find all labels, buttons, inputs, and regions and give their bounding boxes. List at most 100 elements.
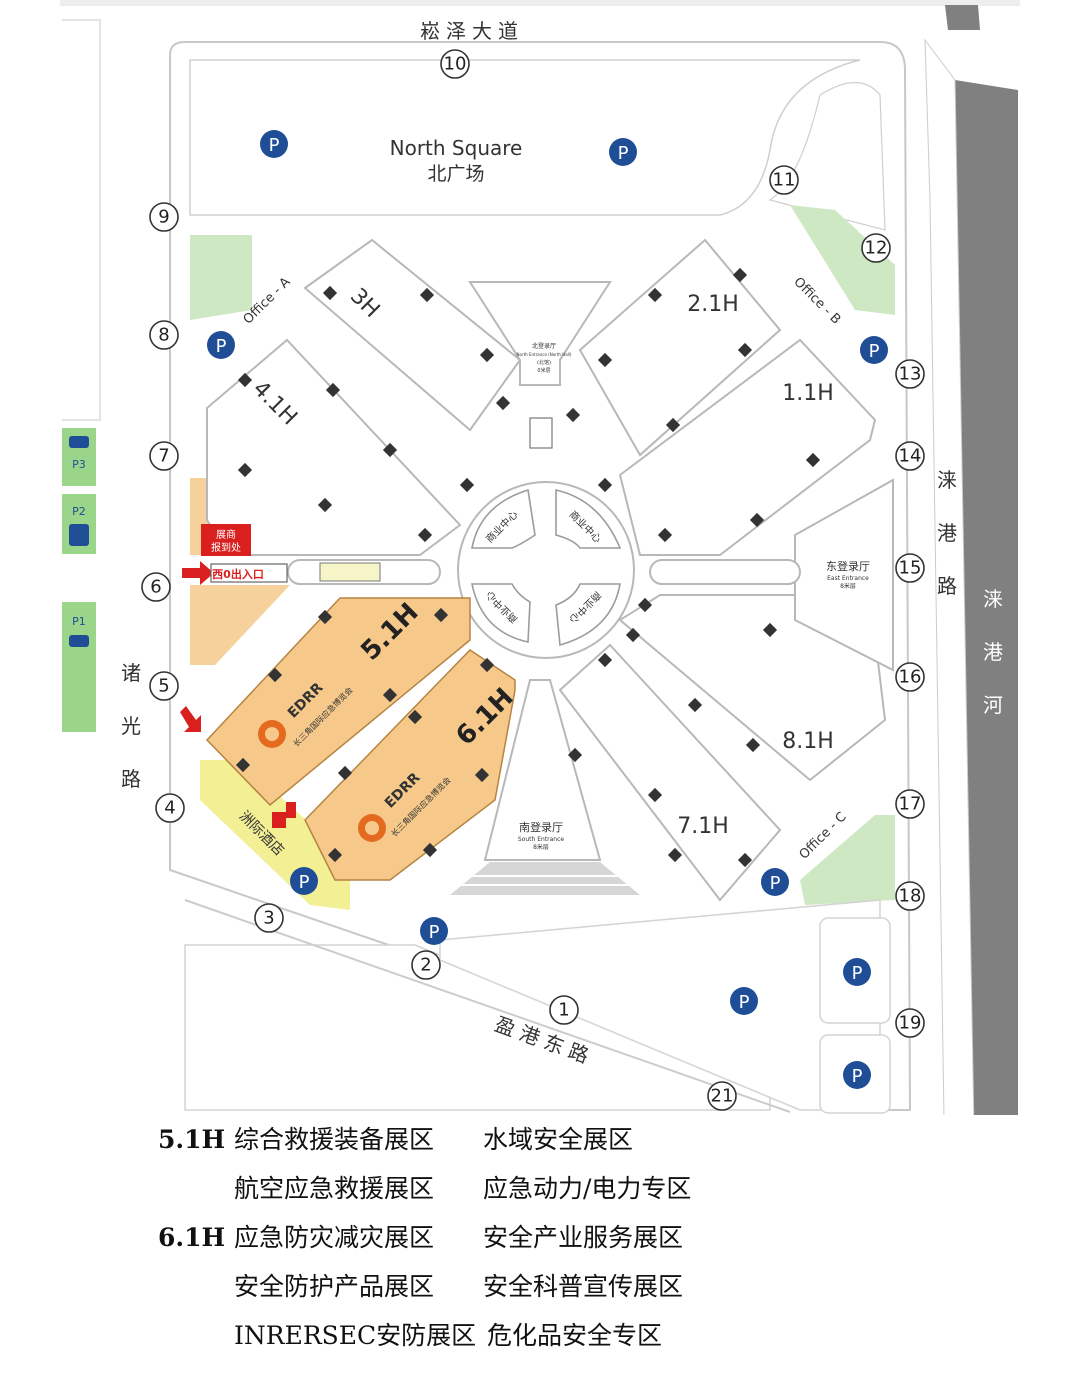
parking-icon-label: P [299, 872, 310, 893]
gate-number: 13 [899, 364, 922, 385]
west0-entrance-box [210, 563, 288, 583]
river-label-2: 港 [983, 640, 1003, 664]
hall-51h [205, 597, 471, 807]
legend-zone: 安全产业服务展区 [483, 1223, 684, 1252]
parking-marker-9: P [843, 958, 871, 986]
car-icon [69, 635, 89, 647]
west-orange-area [190, 585, 290, 665]
gate-16: 16 [895, 662, 925, 692]
gate-number: 16 [899, 667, 922, 688]
north-entrance-zh: 北登录厅 [532, 342, 556, 350]
parking-icon [843, 958, 871, 986]
parking-icon-label: P [739, 992, 750, 1013]
parking-icon-label: P [770, 873, 781, 894]
south-stairs [450, 862, 640, 895]
green-area-b [790, 205, 895, 315]
parking-icon [207, 331, 235, 359]
parking-p3-label: P3 [72, 458, 86, 471]
sw-arrow-icon [180, 706, 201, 732]
parking-icon-label: P [269, 135, 280, 156]
green-area-c [800, 815, 895, 905]
legend-zone: 应急防灾减灾展区 [234, 1223, 435, 1252]
hall-outlines [206, 238, 894, 902]
legend-zone: 安全防护产品展区 [234, 1272, 435, 1301]
hall-label-11h: 1.1H [782, 381, 834, 406]
road-north-label: 崧泽大道 [420, 19, 524, 43]
parking-p1-area [62, 602, 96, 732]
hall-11h-outline [618, 338, 877, 556]
parking-icon-label: P [852, 963, 863, 984]
gate-17: 17 [895, 789, 925, 819]
road-east-label-1: 涞 [937, 468, 957, 492]
parking-icon [260, 130, 288, 158]
business-center-sw [471, 583, 531, 643]
parking-icon-label: P [852, 1066, 863, 1087]
ne-corner-block [768, 82, 886, 231]
legend-hall: 5.1H [158, 1125, 226, 1154]
legend-zone: 应急动力/电力专区 [483, 1174, 692, 1203]
gate-18: 18 [895, 881, 925, 911]
gate-5: 5 [149, 671, 179, 701]
south-block-left [184, 944, 771, 1111]
gate-10: 10 [440, 49, 470, 79]
gate-number: 4 [164, 798, 175, 819]
legend-zone: 安全科普宣传展区 [483, 1272, 684, 1301]
car-icon [69, 436, 89, 448]
parking-icon [420, 917, 448, 945]
gate-9: 9 [149, 202, 179, 232]
gate-11: 11 [769, 165, 799, 195]
hall-label-81h: 8.1H [782, 729, 834, 754]
road-east-label-2: 港 [937, 521, 957, 545]
gate-number: 2 [420, 955, 431, 976]
parking-icon [730, 987, 758, 1015]
gate-number: 9 [158, 207, 169, 228]
west0-entrance-label: 西0出入口 [212, 567, 264, 581]
gate-15: 15 [895, 553, 925, 583]
north-square-zh: 北广场 [427, 163, 484, 185]
south-entrance-block [483, 679, 602, 861]
south-entrance-sub: 8米层 [533, 843, 549, 851]
gate-number: 1 [558, 1000, 569, 1021]
gate-number: 15 [899, 558, 922, 579]
river-band [955, 80, 1018, 1115]
parking-p2-label: P2 [72, 505, 86, 518]
parking-icon [609, 138, 637, 166]
parking-marker-1: P [260, 130, 288, 158]
north-stair [529, 417, 553, 449]
zone-legend: 5.1H 综合救援装备展区 水域安全展区 航空应急救援展区 应急动力/电力专区 … [0, 1115, 1080, 1391]
edrr-logo-61 [358, 814, 386, 842]
dock-markers [235, 267, 821, 868]
gate-number: 7 [158, 446, 169, 467]
business-center-se [555, 583, 621, 647]
east-entrance-sub: 8米层 [840, 582, 856, 590]
business-center-ne [555, 488, 622, 549]
parking-marker-6: P [761, 868, 789, 896]
gate-number: 11 [773, 170, 796, 191]
parking-marker-10: P [843, 1061, 871, 1089]
legend-zone: 航空应急救援展区 [234, 1174, 435, 1203]
parking-marker-4: P [860, 336, 888, 364]
parking-marker-7: P [420, 917, 448, 945]
east-road-band [924, 38, 975, 1115]
gate-14: 14 [895, 441, 925, 471]
gate-number: 6 [150, 577, 161, 598]
river-label-1: 涞 [983, 587, 1003, 611]
parking-icon-label: P [216, 336, 227, 357]
venue-map: 崧泽大道 盈港东路 诸 光 路 涞 港 路 涞 港 河 North Square… [60, 0, 1020, 1115]
west-stairs [319, 562, 381, 582]
gate-12: 12 [861, 233, 891, 263]
south-entrance-zh: 南登录厅 [519, 820, 563, 834]
registration-label-1: 展商 [216, 528, 236, 541]
gate-2: 2 [411, 950, 441, 980]
hall-21h-outline [578, 238, 782, 457]
south-road-line [184, 899, 791, 1113]
legend-zone: 水域安全展区 [483, 1125, 634, 1154]
gate-1: 1 [549, 995, 579, 1025]
business-center-nw [471, 488, 536, 549]
gate-number: 19 [899, 1013, 922, 1034]
parking-markers: P P P P P P P P P P [207, 130, 888, 1089]
legend-row: INRERSEC安防展区 危化品安全专区 [0, 1319, 1080, 1353]
parking-icon [761, 868, 789, 896]
entry-arrows [180, 561, 296, 828]
gate-number: 5 [158, 676, 169, 697]
